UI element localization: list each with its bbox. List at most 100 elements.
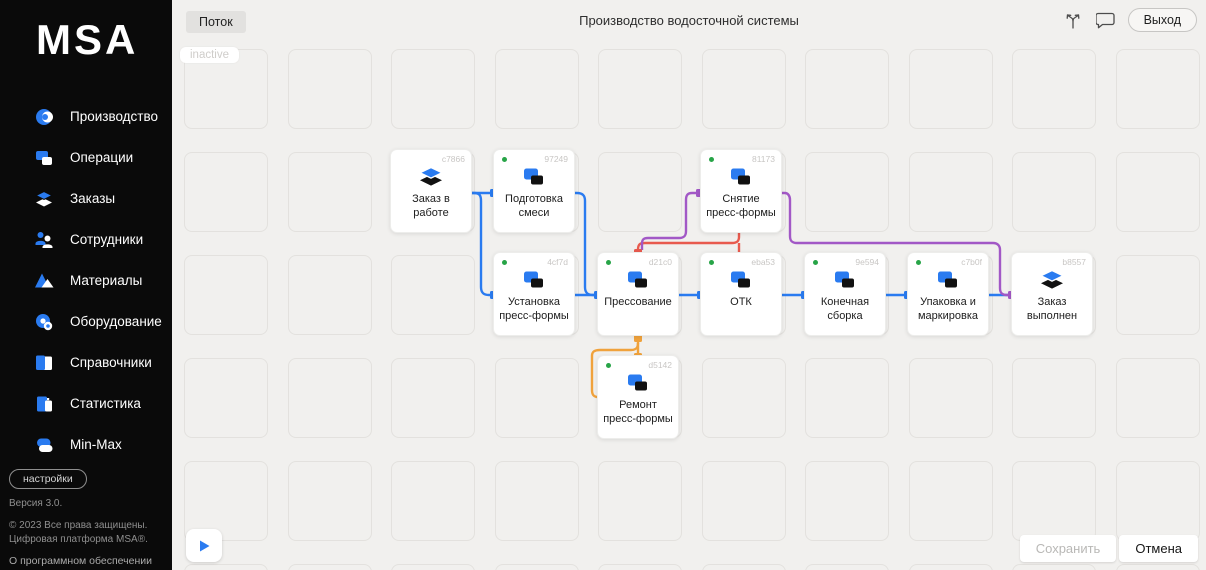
grid-cell [288,49,372,129]
about-software-link[interactable]: О программном обеспечении [9,555,166,567]
grid-cell [909,49,993,129]
node-code: d5142 [648,360,672,370]
grid-cell [184,564,268,570]
minmax-icon [33,435,55,455]
grid-cell [805,564,889,570]
grid-cell [288,358,372,438]
flow-node-4cf7d[interactable]: 4cf7dУстановка пресс-формы [493,252,575,336]
sidebar-item-операции[interactable]: Операции [0,137,172,178]
flow-node-d5142[interactable]: d5142Ремонт пресс-формы [597,355,679,439]
grid-cell [598,152,682,232]
copyright-line2: Цифровая платформа MSA®. [9,533,166,547]
grid-cell [495,461,579,541]
node-label: Заказ выполнен [1012,295,1092,324]
node-label: ОТК [725,295,757,309]
sidebar-item-справочники[interactable]: Справочники [0,342,172,383]
grid-cell [391,255,475,335]
cancel-button[interactable]: Отмена [1119,535,1198,562]
sidebar-item-заказы[interactable]: Заказы [0,178,172,219]
grid-cell [391,564,475,570]
operation-icon [521,268,547,292]
flow-node-d21c0[interactable]: d21c0Прессование [597,252,679,336]
sidebar-item-label: Заказы [70,191,115,206]
active-status-dot [502,260,507,265]
flow-node-81173[interactable]: 81173Снятие пресс-формы [700,149,782,233]
grid-cell [909,461,993,541]
sidebar-item-сотрудники[interactable]: Сотрудники [0,219,172,260]
grid-cell [598,461,682,541]
active-status-dot [709,260,714,265]
node-label: Прессование [599,295,677,309]
sidebar-item-материалы[interactable]: Материалы [0,260,172,301]
grid-cell [184,255,268,335]
node-code: 4cf7d [547,257,568,267]
sidebar-item-label: Материалы [70,273,142,288]
node-label: Упаковка и маркировка [908,295,988,324]
grid-cell [1116,152,1200,232]
flow-node-b8557[interactable]: b8557Заказ выполнен [1011,252,1093,336]
grid-cell [909,152,993,232]
play-button[interactable] [186,529,222,562]
settings-button[interactable]: настройки [9,469,87,489]
node-code: c7b0f [961,257,982,267]
sidebar-item-производство[interactable]: Производство [0,96,172,137]
node-code: d21c0 [649,257,672,267]
active-status-dot [813,260,818,265]
sidebar-item-min-max[interactable]: Min-Max [0,424,172,465]
save-button[interactable]: Сохранить [1020,535,1117,562]
grid-cell [1116,564,1200,570]
topbar-controls: Выход [1062,8,1197,32]
sidebar-item-оборудование[interactable]: Оборудование [0,301,172,342]
comment-icon[interactable] [1095,10,1117,30]
grid-cell [702,564,786,570]
sidebar-item-label: Min-Max [70,437,122,452]
employees-icon [33,230,55,250]
flow-node-c7b0f[interactable]: c7b0fУпаковка и маркировка [907,252,989,336]
active-status-dot [502,157,507,162]
operation-icon [935,268,961,292]
operation-icon [728,268,754,292]
branch-icon[interactable] [1062,10,1084,30]
operation-icon [728,165,754,189]
node-label: Снятие пресс-формы [701,192,781,221]
grid-cell [805,461,889,541]
sidebar-item-label: Оборудование [70,314,162,329]
grid-cell [391,49,475,129]
flow-node-9e594[interactable]: 9e594Конечная сборка [804,252,886,336]
topbar: Поток Производство водосточной системы В… [172,0,1206,40]
grid-cell [288,255,372,335]
operation-icon [625,268,651,292]
grid-cell [702,49,786,129]
copyright-line1: © 2023 Все права защищены. [9,519,166,533]
production-icon [33,107,55,127]
sidebar-item-статистика[interactable]: Статистика [0,383,172,424]
grid-cell [1116,358,1200,438]
sidebar-item-label: Сотрудники [70,232,143,247]
order-icon [1038,268,1066,292]
grid-cell [702,461,786,541]
grid-cell [391,358,475,438]
edge-d21c0-81173 [638,233,739,250]
flow-node-97249[interactable]: 97249Подготовка смеси [493,149,575,233]
grid-cell [598,49,682,129]
sidebar: MSA ПроизводствоОперацииЗаказыСотрудники… [0,0,172,570]
app-logo: MSA [36,16,172,64]
flow-node-c7866[interactable]: c7866Заказ в работе [390,149,472,233]
active-status-dot [709,157,714,162]
node-label: Установка пресс-формы [494,295,574,324]
operation-icon [832,268,858,292]
grid-cell [288,461,372,541]
active-status-dot [606,260,611,265]
play-icon [196,538,212,554]
exit-button[interactable]: Выход [1128,8,1197,32]
node-code: c7866 [442,154,465,164]
order-icon [417,165,445,189]
directories-icon [33,353,55,373]
grid-cell [1012,152,1096,232]
grid-cell [1116,255,1200,335]
flow-node-eba53[interactable]: eba53ОТК [700,252,782,336]
active-status-dot [606,363,611,368]
grid-cell [495,358,579,438]
grid-cell [184,358,268,438]
node-code: 97249 [544,154,568,164]
